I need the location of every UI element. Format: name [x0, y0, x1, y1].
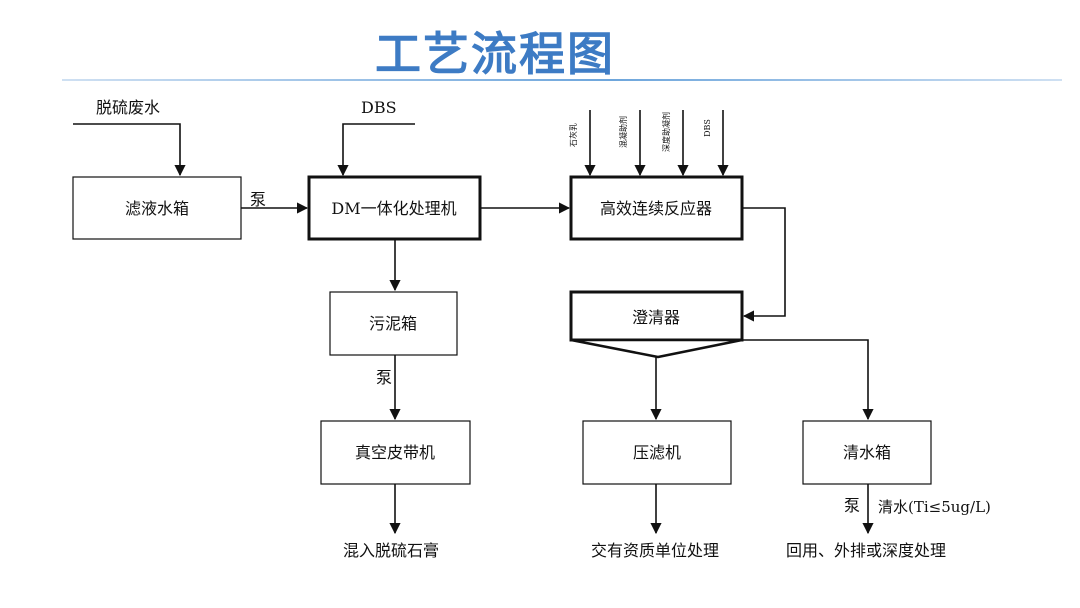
additive-1-label: 石灰乳 [568, 123, 578, 147]
sludge-tank-box [329, 291, 458, 356]
disposal-output-label: 交有资质单位处理 [591, 541, 719, 560]
clarifier-label: 澄清器 [632, 308, 680, 327]
pump-label-2: 泵 [376, 368, 392, 387]
gypsum-output-label: 混入脱硫石膏 [343, 541, 439, 560]
sludge-tank-label: 污泥箱 [369, 314, 417, 333]
dm-unit-label: DM一体化处理机 [331, 199, 456, 218]
clear-water-tank-box [802, 420, 932, 485]
additive-3-label: 深度助凝剂 [661, 112, 671, 152]
pump-label-1: 泵 [250, 190, 266, 209]
wastewater-input-label: 脱硫废水 [96, 98, 160, 117]
pump-label-3: 泵 [844, 496, 860, 515]
dbs-input-label: DBS [361, 98, 397, 117]
additive-2-label: 混凝助剂 [618, 116, 628, 148]
clear-water-tank-label: 清水箱 [843, 443, 891, 462]
reuse-output-label: 回用、外排或深度处理 [786, 541, 946, 560]
additive-4-label: DBS [703, 119, 712, 137]
clarifier-cone [569, 338, 744, 359]
filtrate-tank-label: 滤液水箱 [125, 199, 189, 218]
filter-press-box [582, 420, 732, 485]
reactor-box [569, 175, 744, 241]
dbs-input-line [337, 123, 415, 177]
reactor-label: 高效连续反应器 [600, 199, 712, 218]
wastewater-input-line [73, 123, 186, 177]
reactor-to-clarifier-line [742, 207, 786, 322]
vacuum-belt-label: 真空皮带机 [355, 443, 435, 462]
clear-water-spec-label: 清水(Ti≤5ug/L) [878, 498, 991, 516]
clarifier-to-clearwater-line [742, 339, 874, 421]
title-divider [62, 79, 1062, 81]
vacuum-belt-box [320, 420, 471, 485]
filter-press-label: 压滤机 [633, 443, 681, 462]
page-title: 工艺流程图 [375, 27, 615, 81]
filtrate-tank-box [72, 176, 242, 240]
